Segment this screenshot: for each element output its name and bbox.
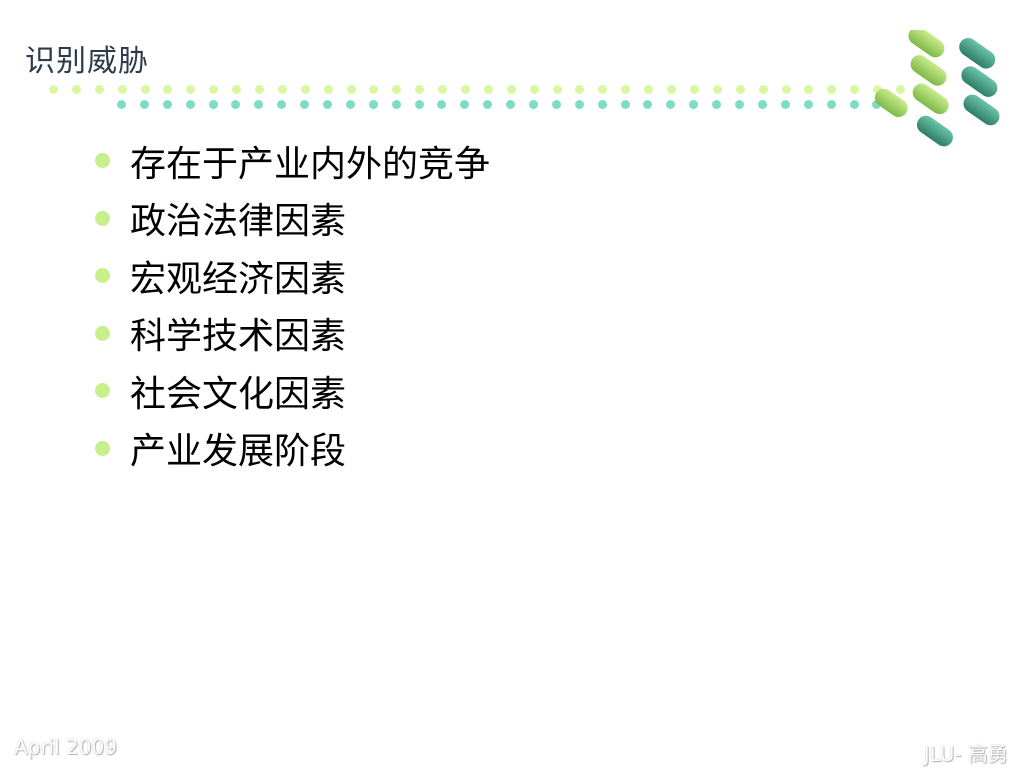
bullet-dot-icon bbox=[95, 383, 110, 399]
dotted-line-green bbox=[49, 85, 919, 94]
bullet-text: 宏观经济因素 bbox=[130, 258, 347, 300]
bullet-text: 产业发展阶段 bbox=[130, 431, 347, 473]
footer-author: JLU- 高勇 bbox=[923, 742, 1008, 766]
list-item: 产业发展阶段 bbox=[95, 420, 490, 478]
list-item: 社会文化因素 bbox=[95, 362, 490, 420]
list-item: 科学技术因素 bbox=[95, 305, 490, 363]
list-item: 宏观经济因素 bbox=[95, 247, 490, 305]
list-item: 存在于产业内外的竞争 bbox=[95, 132, 490, 190]
pill-cluster-icon bbox=[874, 30, 1000, 147]
bullet-text: 政治法律因素 bbox=[130, 201, 347, 243]
bullet-dot-icon bbox=[95, 440, 110, 456]
bullet-dot-icon bbox=[95, 325, 110, 341]
bullet-text: 科学技术因素 bbox=[130, 316, 347, 358]
bullet-dot-icon bbox=[95, 268, 110, 284]
footer-date: April 2009 bbox=[14, 735, 117, 759]
bullet-text: 存在于产业内外的竞争 bbox=[130, 143, 491, 185]
bullet-text: 社会文化因素 bbox=[130, 373, 347, 415]
bullet-dot-icon bbox=[95, 153, 110, 169]
list-item: 政治法律因素 bbox=[95, 190, 490, 248]
slide-title: 识别威胁 bbox=[25, 44, 149, 79]
dotted-line-teal bbox=[117, 100, 918, 109]
bullet-list: 存在于产业内外的竞争 政治法律因素 宏观经济因素 科学技术因素 社会文化因素 产… bbox=[95, 132, 490, 477]
bullet-dot-icon bbox=[95, 210, 110, 226]
